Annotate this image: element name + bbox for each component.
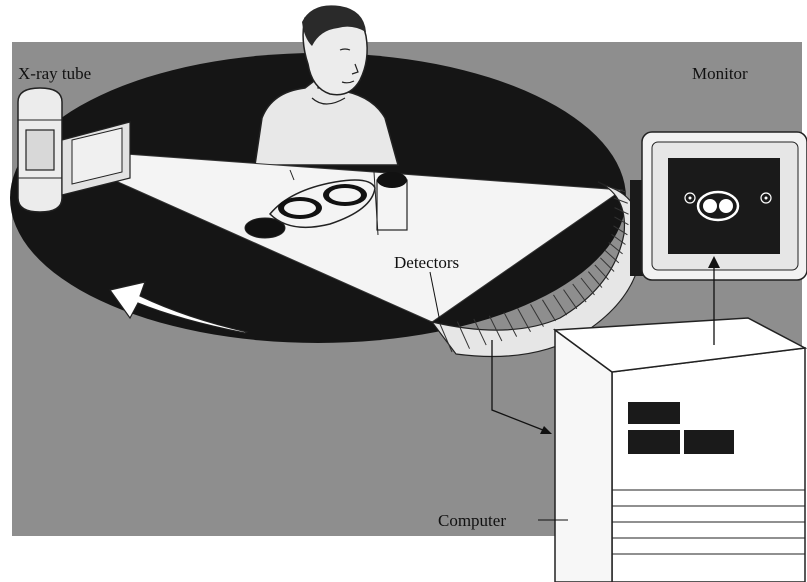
detectors-label: Detectors	[394, 253, 459, 272]
xray-tube-label: X-ray tube	[18, 64, 91, 83]
computer	[555, 318, 805, 582]
computer-label: Computer	[438, 511, 506, 530]
monitor	[630, 132, 807, 280]
monitor-label: Monitor	[692, 64, 748, 83]
